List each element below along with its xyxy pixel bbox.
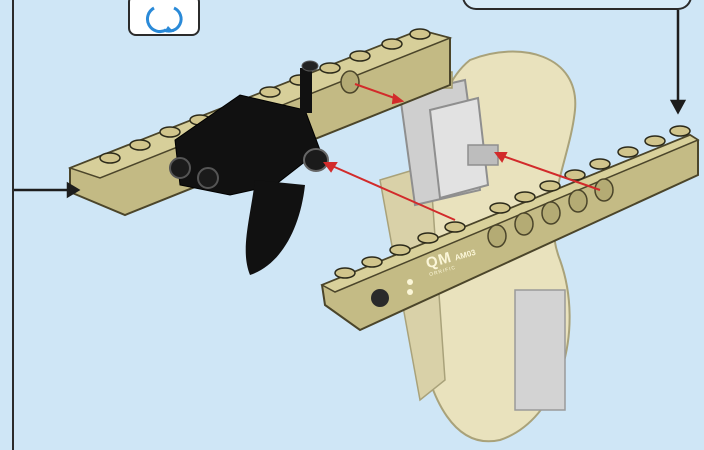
brick-model: AM03 bbox=[454, 248, 477, 263]
black-trigger bbox=[170, 61, 328, 275]
